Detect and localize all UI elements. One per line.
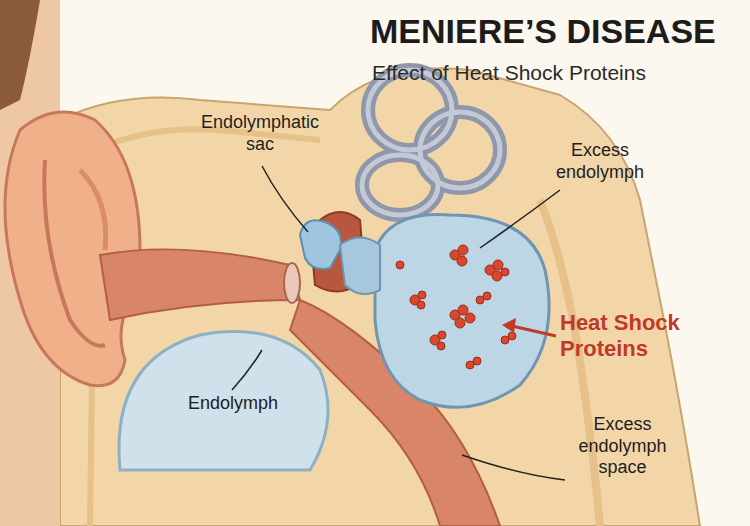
part-label: Endolymphatic sac: [200, 112, 320, 155]
highlight-label: Heat Shock Proteins: [560, 310, 680, 363]
subtitle: Effect of Heat Shock Proteins: [372, 60, 744, 85]
part-label: Excess endolymph: [545, 140, 655, 183]
part-label: Excess endolymph space: [570, 414, 675, 479]
title: MENIERE’S DISEASE: [370, 12, 742, 51]
part-label: Endolymph: [188, 393, 318, 415]
